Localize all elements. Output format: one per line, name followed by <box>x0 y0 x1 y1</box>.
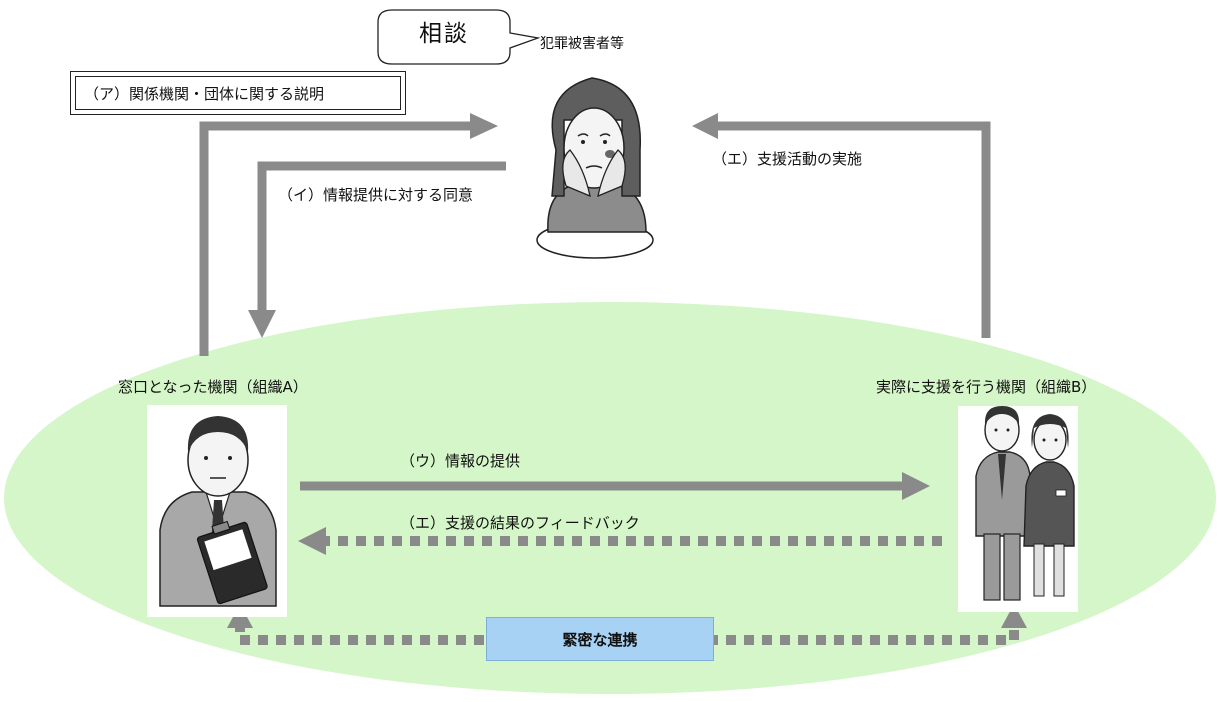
man-and-woman-icon <box>958 406 1078 612</box>
arrow-feedback-head <box>298 527 326 555</box>
cooperation-arrow-right-head <box>1001 604 1027 628</box>
consent-label: （イ）情報提供に対する同意 <box>278 186 474 204</box>
arrow-support-activity-head <box>692 113 718 139</box>
speech-bubble-icon <box>377 9 541 65</box>
collaboration-ellipse <box>4 302 1216 694</box>
arrow-info-provision-head <box>902 472 930 500</box>
consultation-bubble-text: 相談 <box>419 21 469 47</box>
arrow-consent-head <box>248 310 276 338</box>
explanation-box: （ア）関係機関・団体に関する説明 <box>70 71 406 115</box>
man-with-clipboard-icon <box>147 405 287 617</box>
support-activity-label: （エ）支援活動の実施 <box>712 150 863 168</box>
victim-label: 犯罪被害者等 <box>540 36 624 52</box>
cooperation-box: 緊密な連携 <box>486 617 714 661</box>
arrow-explanation <box>199 121 470 356</box>
arrow-consent <box>257 161 506 310</box>
worried-woman-icon <box>536 77 654 259</box>
info-provision-label: （ウ）情報の提供 <box>400 452 521 470</box>
org-b-label: 実際に支援を行う機関（組織B） <box>876 378 1097 396</box>
arrow-explanation-head <box>470 113 498 139</box>
org-a-label: 窓口となった機関（組織A） <box>118 378 308 396</box>
arrow-support-activity <box>718 121 991 338</box>
explanation-box-text: （ア）関係機関・団体に関する説明 <box>75 76 401 110</box>
feedback-label: （エ）支援の結果のフィードバック <box>400 514 640 532</box>
